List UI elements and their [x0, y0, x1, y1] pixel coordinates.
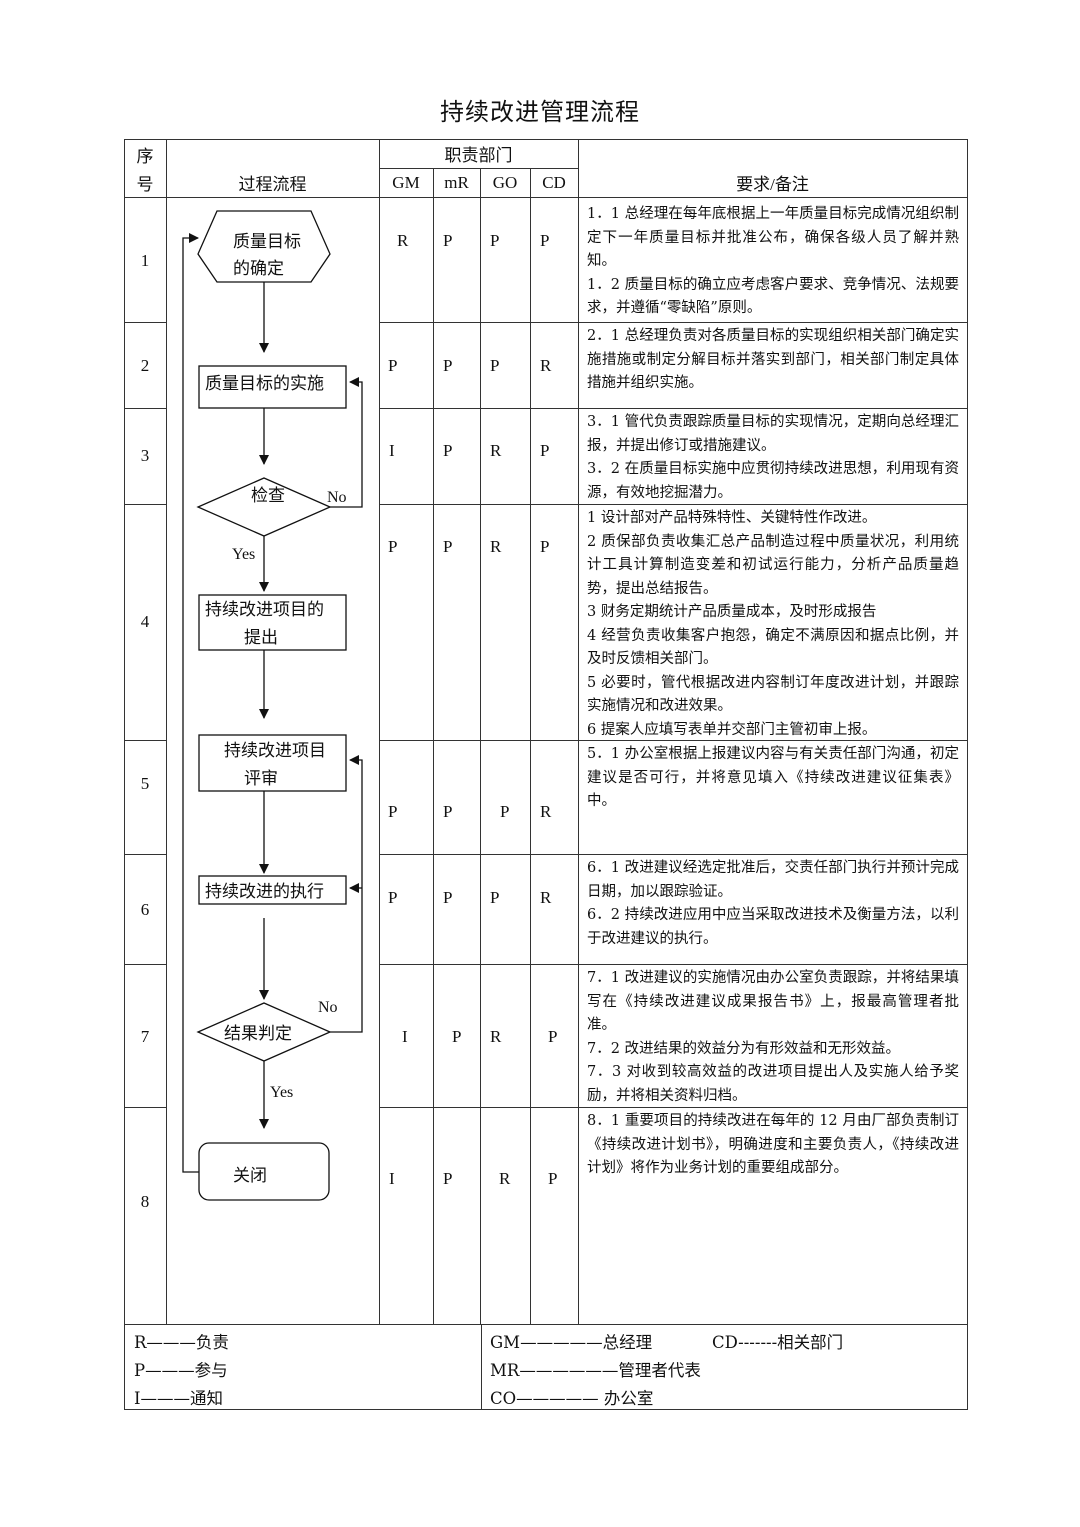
resp-mr: P — [443, 441, 453, 460]
result-no-label: No — [318, 999, 338, 1016]
row-seq: 5 — [140, 774, 150, 793]
resp-gm: P — [388, 888, 398, 907]
row-notes: 5．1 办公室根据上报建议内容与有关责任部门沟通，初定建议是否可行，并将意见填入… — [587, 746, 959, 809]
resp-go: P — [490, 231, 500, 250]
resp-gm: P — [388, 802, 398, 821]
legend-cd: CD-------相关部门 — [712, 1333, 844, 1352]
resp-cd: P — [540, 231, 550, 250]
result-yes-label: Yes — [270, 1084, 293, 1101]
resp-go: R — [490, 1027, 502, 1046]
node-improvement-proposal-label: 持续改进项目的 — [205, 600, 324, 620]
resp-gm: I — [389, 1169, 395, 1188]
header-seq-bottom: 号 — [136, 174, 154, 194]
check-yes-label: Yes — [232, 546, 255, 563]
node-result-judgement-label: 结果判定 — [224, 1024, 292, 1044]
resp-gm: I — [389, 441, 395, 460]
node-goal-setting-label: 质量目标 — [233, 232, 301, 252]
legend-r: R———负责 — [134, 1333, 229, 1352]
resp-cd: R — [540, 356, 552, 375]
node-goal-implementation — [198, 365, 347, 409]
resp-go: P — [490, 888, 500, 907]
row-seq: 7 — [140, 1027, 150, 1046]
node-improvement-execution-label: 持续改进的执行 — [205, 882, 324, 902]
resp-mr: P — [452, 1027, 462, 1046]
resp-mr: P — [443, 537, 453, 556]
node-check-label: 检查 — [251, 486, 285, 506]
row-notes: 7．1 改进建议的实施情况由办公室负责跟踪，并将结果填写在《持续改进建议成果报告… — [587, 970, 959, 1104]
check-no-label: No — [327, 489, 347, 506]
resp-gm: P — [388, 356, 398, 375]
resp-cd: P — [540, 537, 550, 556]
resp-go: P — [500, 802, 510, 821]
resp-gm: P — [388, 537, 398, 556]
node-improvement-review-label: 持续改进项目 — [224, 741, 326, 761]
resp-go: R — [499, 1169, 511, 1188]
node-improvement-proposal — [198, 594, 347, 651]
header-process: 过程流程 — [238, 175, 307, 194]
row-seq: 8 — [140, 1192, 150, 1211]
node-improvement-review — [198, 734, 347, 792]
row-notes: 8．1 重要项目的持续改进在每年的 12 月由厂部负责制订《持续改进计划书》，明… — [587, 1113, 959, 1176]
resp-mr: P — [443, 1169, 453, 1188]
row-notes: 1 设计部对产品特殊特性、关键特性作改进。2 质保部负责收集汇总产品制造过程中质… — [587, 510, 959, 738]
resp-mr: P — [443, 356, 453, 375]
resp-go: R — [490, 537, 502, 556]
resp-gm: I — [402, 1027, 408, 1046]
row-notes: 1．1 总经理在每年底根据上一年质量目标完成情况组织制定下一年质量目标并批准公布… — [587, 206, 959, 316]
node-improvement-review-label-2: 评审 — [244, 769, 278, 789]
page-title: 持续改进管理流程 — [440, 98, 640, 126]
resp-mr: P — [443, 888, 453, 907]
resp-cd: R — [540, 888, 552, 907]
row-notes: 2．1 总经理负责对各质量目标的实现组织相关部门确定实施措施或制定分解目标并落实… — [587, 328, 959, 391]
row-notes: 3．1 管代负责跟踪质量目标的实现情况，定期向总经理汇报，并提出修订或措施建议。… — [587, 414, 959, 501]
row-seq: 1 — [140, 251, 150, 270]
header-mr: mR — [444, 172, 469, 192]
header-dept: 职责部门 — [444, 146, 513, 165]
header-seq-top: 序 — [136, 146, 154, 166]
resp-cd: P — [548, 1027, 558, 1046]
node-improvement-proposal-label-2: 提出 — [244, 628, 278, 648]
row-notes: 6．1 改进建议经选定批准后，交责任部门执行并预计完成日期，加以跟踪验证。6．2… — [587, 860, 959, 947]
node-goal-implementation-label: 质量目标的实施 — [205, 374, 324, 394]
resp-mr: P — [443, 802, 453, 821]
row-seq: 3 — [140, 446, 150, 465]
legend-gm: GM—————总经理 — [490, 1333, 653, 1352]
resp-cd: P — [548, 1169, 558, 1188]
header-notes: 要求/备注 — [736, 175, 809, 194]
resp-gm: R — [397, 231, 409, 250]
legend-p: P———参与 — [134, 1361, 228, 1380]
node-close-label: 关闭 — [233, 1166, 267, 1186]
node-goal-setting-label-2: 的确定 — [233, 259, 284, 279]
resp-go: R — [490, 441, 502, 460]
legend-mr: MR——————管理者代表 — [490, 1361, 701, 1380]
header-gm: GM — [392, 172, 420, 192]
node-improvement-execution — [198, 875, 347, 905]
row-seq: 4 — [140, 612, 150, 631]
resp-go: P — [490, 356, 500, 375]
row-seq: 6 — [140, 900, 150, 919]
resp-cd: P — [540, 441, 550, 460]
header-go: GO — [492, 172, 518, 192]
legend-i: I———通知 — [134, 1389, 224, 1408]
node-goal-setting — [197, 210, 331, 283]
resp-cd: R — [540, 802, 552, 821]
row-seq: 2 — [140, 356, 150, 375]
header-cd: CD — [542, 172, 566, 192]
resp-mr: P — [443, 231, 453, 250]
legend-co: CO————— 办公室 — [490, 1389, 654, 1408]
